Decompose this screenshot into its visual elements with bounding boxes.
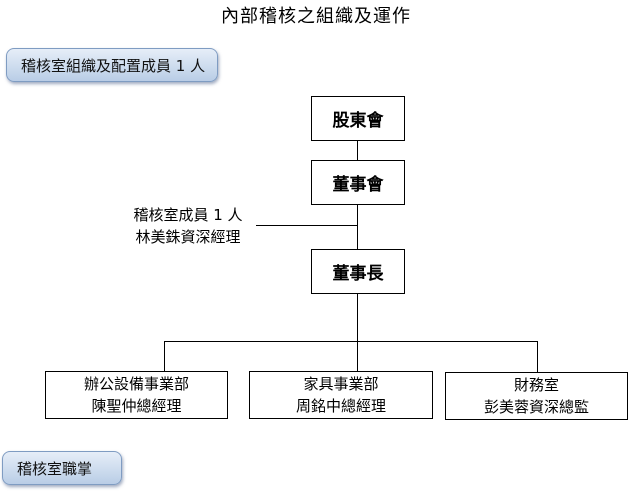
department-node: 家具事業部 周銘中總經理 — [249, 371, 433, 419]
connector-shareholders-board — [357, 140, 358, 160]
chairman-node: 董事長 — [311, 249, 405, 294]
organization-section-button[interactable]: 稽核室組織及配置成員 1 人 — [6, 48, 218, 82]
department-name: 家具事業部 — [303, 375, 379, 393]
connector-dept-2 — [357, 341, 358, 371]
connector-chairman-down — [357, 293, 358, 341]
shareholders-label: 股東會 — [332, 111, 384, 131]
department-head: 周銘中總經理 — [295, 397, 386, 415]
board-node: 董事會 — [311, 160, 405, 205]
department-head: 彭美蓉資深總監 — [483, 398, 589, 416]
connector-departments-bus — [164, 341, 538, 342]
duties-section-button[interactable]: 稽核室職掌 — [2, 451, 122, 485]
audit-note-line2: 林美銖資深經理 — [135, 228, 241, 246]
page-title: 內部稽核之組織及運作 — [221, 6, 411, 27]
department-node: 辦公設備事業部 陳聖仲總經理 — [45, 371, 228, 419]
connector-audit-branch — [256, 225, 357, 226]
audit-note-line1: 稽核室成員 1 人 — [133, 206, 243, 224]
board-label: 董事會 — [332, 175, 384, 195]
department-name: 辦公設備事業部 — [83, 375, 189, 393]
department-node: 財務室 彭美蓉資深總監 — [445, 372, 628, 420]
connector-board-chairman — [357, 205, 358, 250]
department-head: 陳聖仲總經理 — [91, 397, 182, 415]
connector-dept-1 — [164, 341, 165, 371]
department-name: 財務室 — [513, 376, 559, 394]
audit-note: 稽核室成員 1 人 林美銖資深經理 — [118, 204, 258, 248]
connector-dept-3 — [537, 341, 538, 372]
chairman-label: 董事長 — [332, 264, 384, 284]
shareholders-node: 股東會 — [311, 96, 405, 141]
